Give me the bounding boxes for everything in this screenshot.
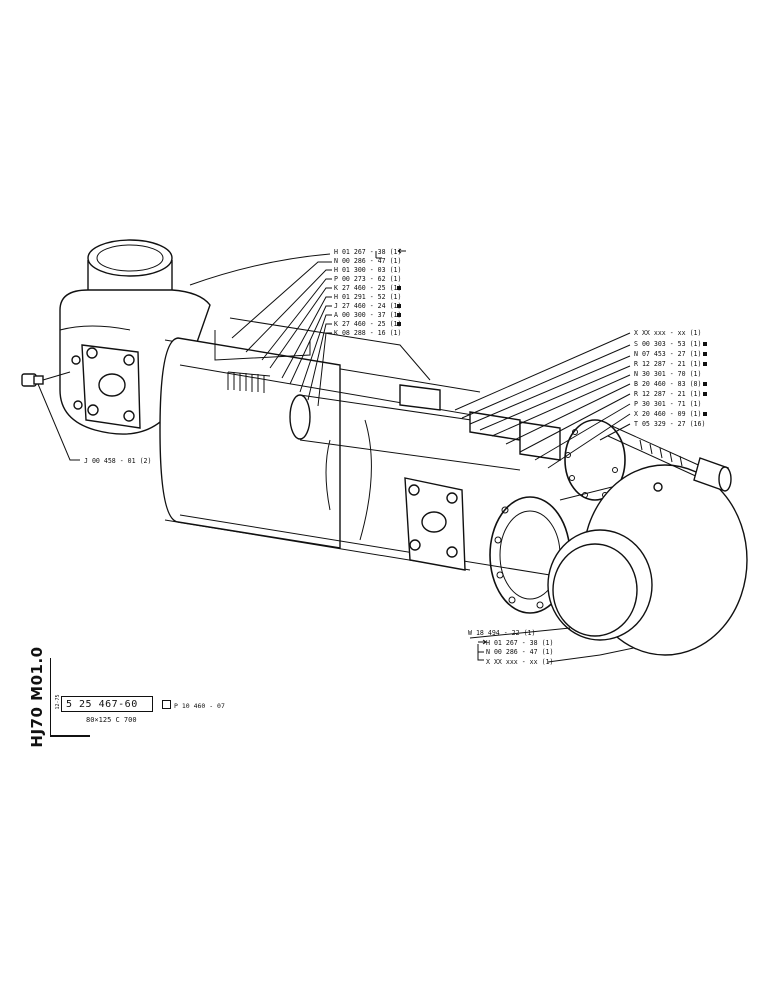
- leader-lines-other: [37, 383, 601, 663]
- callouts-top: H 01 267 - 38 (1) N 00 286 - 47 (1) H 01…: [334, 248, 406, 337]
- callouts-right: X XX xxx - xx (1) S 00 303 - 53 (1) N 07…: [634, 329, 707, 428]
- callout-left: J 00 458 - 01 (2): [84, 457, 152, 465]
- callout-top-4: P 00 273 - 62 (1): [334, 275, 402, 283]
- rod-eye: [547, 464, 748, 656]
- reference-part-number: P 10 460 - 07: [174, 702, 225, 710]
- callout-right-2: S 00 303 - 53 (1): [634, 340, 702, 348]
- drawing-code: HJ70 M01.0: [28, 646, 46, 748]
- title-block-rule: [50, 735, 90, 737]
- callout-right-10: T 05 329 - 27 (16): [634, 420, 705, 428]
- cylinder-size: 80×125 C 700: [86, 716, 137, 724]
- callout-right-8: P 30 301 - 71 (1): [634, 400, 702, 408]
- callout-right-3: N 07 453 - 27 (1): [634, 350, 702, 358]
- callout-top-3: H 01 300 - 03 (1): [334, 266, 402, 274]
- callout-top-7: J 27 460 - 24 (1): [334, 302, 402, 310]
- callout-top-10: K 08 288 - 16 (1): [334, 329, 402, 337]
- leader-lines-right: [454, 332, 631, 469]
- callout-bottom-4: X XX xxx - xx (1): [486, 658, 554, 666]
- drawing-code-cell: HJ70 M01.0: [24, 646, 51, 748]
- callout-right-5: N 30 301 - 70 (1): [634, 370, 702, 378]
- callout-right-4: R 12 287 - 21 (1): [634, 360, 702, 368]
- callout-bottom-2: H 01 267 - 38 (1): [486, 639, 554, 647]
- callout-bottom-1: W 18 494 - 22 (1): [468, 629, 536, 637]
- thread-section: [227, 371, 271, 393]
- cylinder-barrel: [159, 317, 561, 576]
- callout-top-2: N 00 286 - 47 (1): [334, 257, 402, 265]
- callout-right-1: X XX xxx - xx (1): [634, 329, 702, 337]
- callout-top-8: A 00 300 - 37 (1): [334, 311, 402, 319]
- leader-lines-top: [189, 251, 382, 407]
- title-block: HJ70 M01.0 12-75 5 25 467-60 80×125 C 70…: [24, 646, 274, 748]
- tie-bolt: [607, 425, 732, 492]
- front-head: [404, 477, 571, 614]
- callout-right-6: B 20 460 - 83 (8): [634, 380, 702, 388]
- rod-end-flange: [564, 419, 626, 501]
- reference-part: P 10 460 - 07: [162, 700, 225, 710]
- part-number: 5 25 467-60: [61, 696, 153, 712]
- callout-right-9: X 20 460 - 09 (1): [634, 410, 702, 418]
- callout-top-9: K 27 460 - 25 (1): [334, 320, 402, 328]
- callout-bottom-3: N 00 286 - 47 (1): [486, 648, 554, 656]
- callout-right-7: R 12 287 - 21 (1): [634, 390, 702, 398]
- callouts-bottom: W 18 494 - 22 (1) H 01 267 - 38 (1) N 00…: [468, 629, 554, 666]
- callout-top-1: H 01 267 - 38 (1): [334, 248, 402, 256]
- callout-top-6: H 01 291 - 52 (1): [334, 293, 402, 301]
- checkbox-square-icon: [162, 700, 171, 709]
- callout-top-5: K 27 460 - 25 (1): [334, 284, 402, 292]
